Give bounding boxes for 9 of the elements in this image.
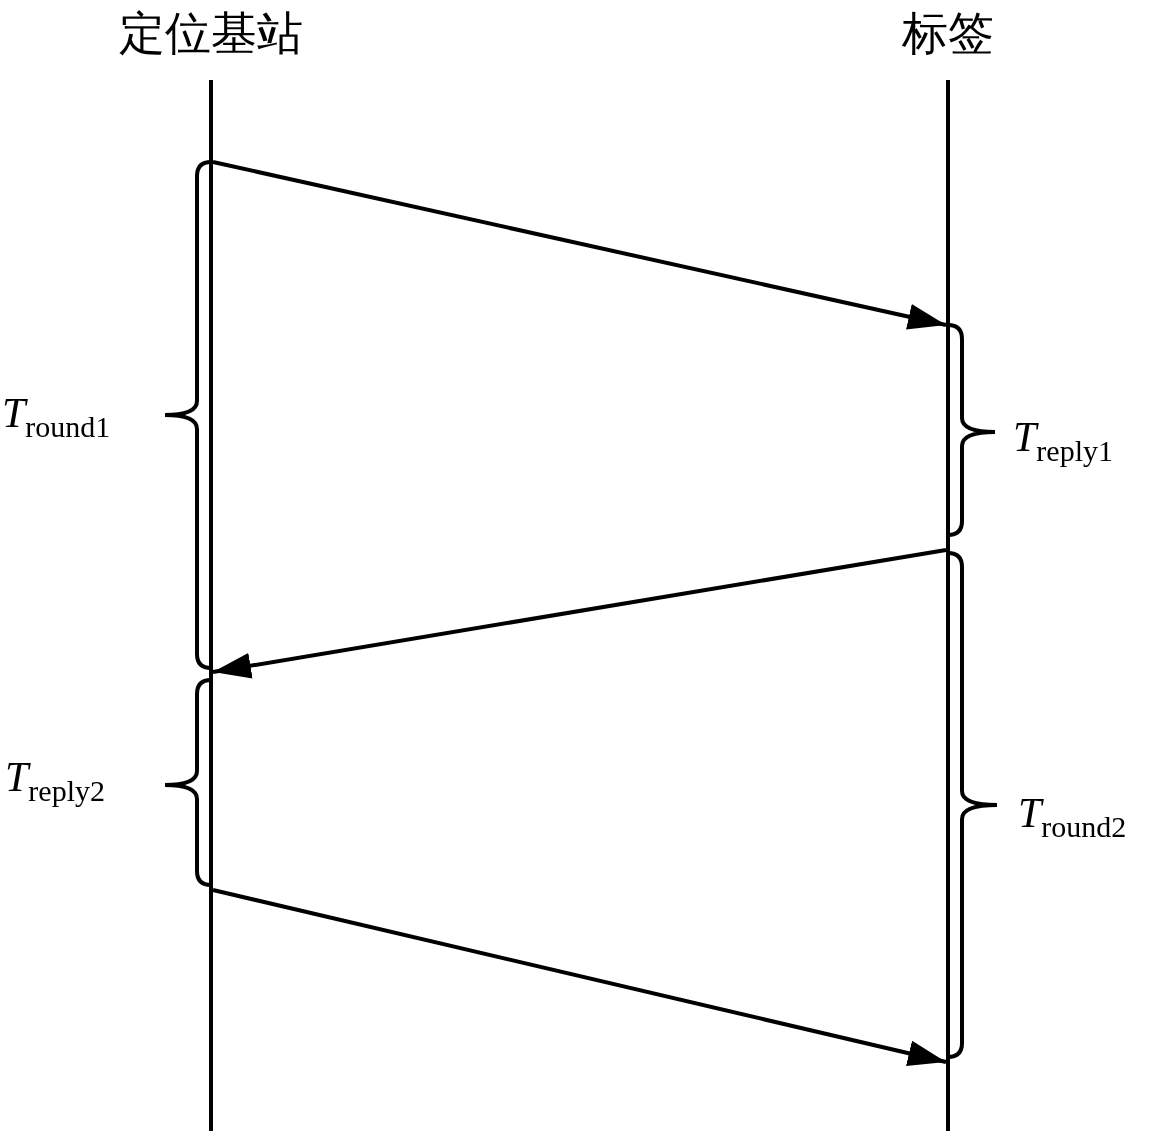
lifeline-heading: 标签 <box>901 7 995 61</box>
message-arrow <box>212 888 947 1066</box>
time-interval-label: T$_{round2}$ <box>1018 789 1127 845</box>
message-arrow <box>212 160 947 330</box>
time-interval-label: T$_{reply2}$ <box>5 753 105 809</box>
lifeline-heading: 定位基站 <box>118 7 304 61</box>
time-interval-label: T$_{round1}$ <box>2 389 111 445</box>
time-interval-label: T$_{reply1}$ <box>1013 413 1113 469</box>
message-arrow <box>212 548 947 679</box>
